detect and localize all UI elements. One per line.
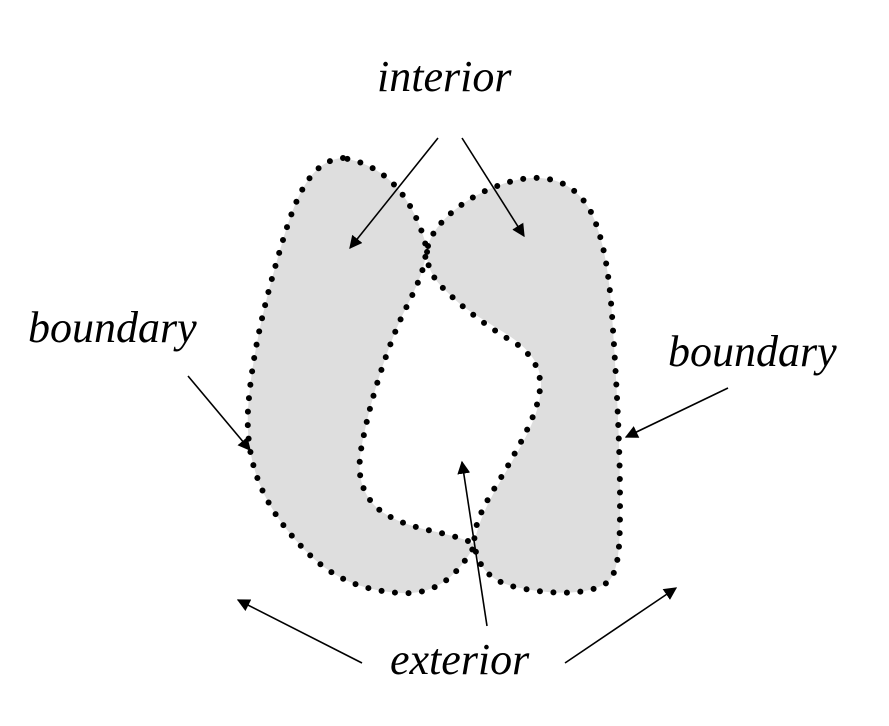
exterior-arrow-right xyxy=(564,587,678,664)
left-boundary xyxy=(244,154,479,597)
boundary-left-label: boundary xyxy=(28,303,197,352)
arrows xyxy=(187,137,729,664)
exterior-hole xyxy=(360,280,542,540)
interior-label: interior xyxy=(377,52,512,101)
labels: interior boundary boundary exterior xyxy=(28,52,837,684)
boundary-right-arrow xyxy=(624,387,729,438)
left-region xyxy=(247,158,475,594)
exterior-arrow-center xyxy=(457,460,488,627)
exterior-arrow-left xyxy=(236,599,363,664)
right-boundary xyxy=(424,174,624,596)
regions xyxy=(247,158,620,594)
right-region xyxy=(426,177,620,593)
interior-arrow-right xyxy=(461,137,525,238)
interior-arrow-left xyxy=(349,137,439,250)
boundaries xyxy=(244,154,624,597)
exterior-label: exterior xyxy=(390,635,530,684)
boundary-right-label: boundary xyxy=(668,327,837,376)
boundary-left-arrow xyxy=(187,375,251,451)
